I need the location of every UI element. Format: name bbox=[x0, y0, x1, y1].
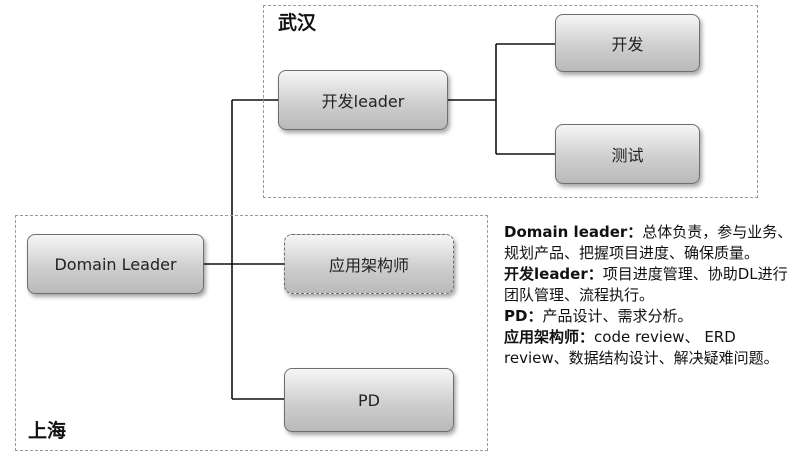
node-dev: 开发 bbox=[555, 14, 700, 72]
region-shanghai bbox=[15, 215, 488, 451]
region-wuhan-label: 武汉 bbox=[278, 12, 317, 34]
node-architect: 应用架构师 bbox=[284, 234, 454, 294]
node-domain-leader: Domain Leader bbox=[27, 234, 204, 294]
role-description: Domain leader：总体负责，参与业务、规划产品、把握项目进度、确保质量… bbox=[504, 222, 800, 369]
node-dev-leader: 开发leader bbox=[278, 70, 448, 130]
desc-dev-leader: 开发leader：项目进度管理、协助DL进行团队管理、流程执行。 bbox=[504, 265, 788, 304]
desc-architect: 应用架构师：code review、 ERD review、数据结构设计、解决疑… bbox=[504, 328, 779, 367]
node-pd: PD bbox=[284, 368, 454, 432]
node-test: 测试 bbox=[555, 124, 700, 184]
region-wuhan bbox=[263, 5, 758, 198]
region-shanghai-label: 上海 bbox=[28, 420, 67, 442]
desc-pd: PD：产品设计、需求分析。 bbox=[504, 307, 693, 325]
desc-domain-leader: Domain leader：总体负责，参与业务、规划产品、把握项目进度、确保质量… bbox=[504, 223, 793, 262]
